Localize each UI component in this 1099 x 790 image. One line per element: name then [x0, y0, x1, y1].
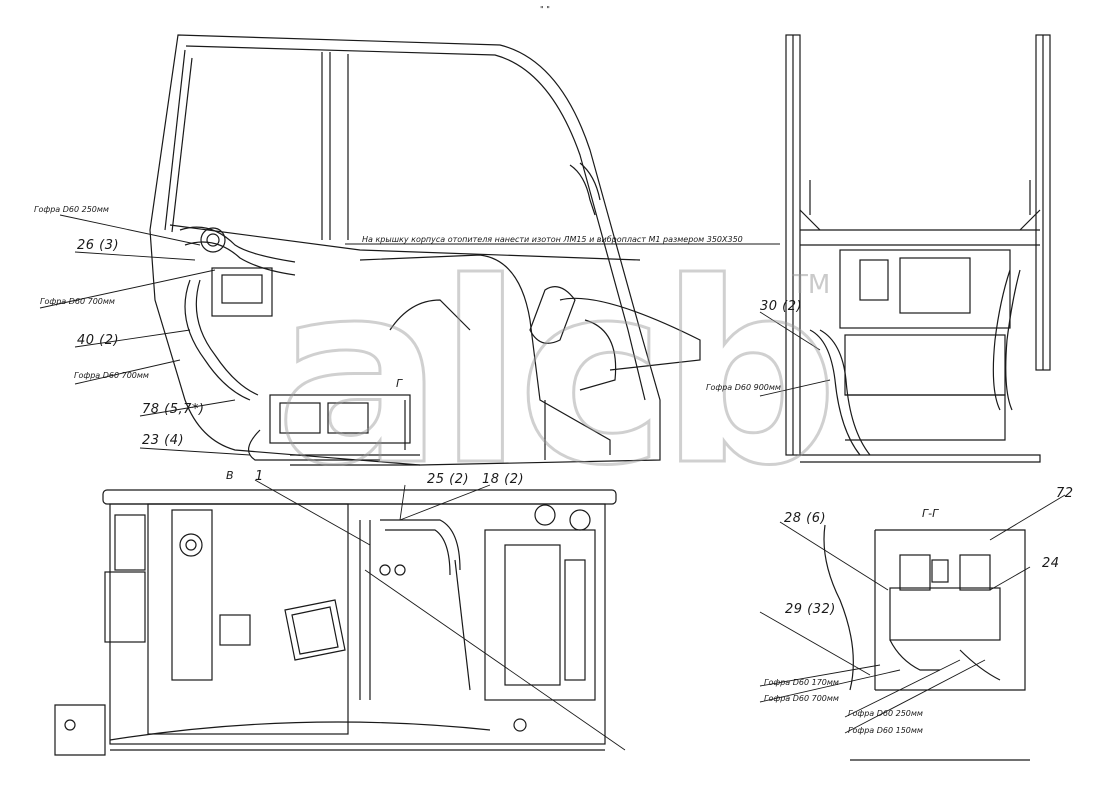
callout-72: 72 [1056, 486, 1074, 501]
leader-lines [39, 214, 1066, 751]
callout-gofra-150: Гофра D60 150мм [848, 726, 923, 735]
cut-label: Г [396, 377, 403, 390]
callout-gofra-250-top: Гофра D60 250мм [34, 205, 109, 214]
callout-gofra-250-b: Гофра D60 250мм [848, 709, 923, 718]
callout-40: 40 (2) [77, 333, 120, 348]
section-label: Г-Г [922, 507, 939, 520]
trademark-symbol: TM [792, 270, 831, 300]
callout-gofra-700-a: Гофра D60 700мм [40, 297, 115, 306]
section-g-g [823, 524, 1030, 761]
cab-rear-view [785, 34, 1051, 463]
callout-18: 18 (2) [482, 472, 525, 487]
callout-24: 24 [1042, 556, 1060, 571]
callout-gofra-700-b: Гофра D60 700мм [74, 371, 149, 380]
top-mark: " " [540, 5, 550, 14]
watermark-logo: alcb [274, 229, 841, 520]
callout-gofra-700-c: Гофра D60 700мм [764, 694, 839, 703]
callout-1: 1 [255, 469, 264, 484]
callout-gofra-170: Гофра D60 170мм [764, 678, 839, 687]
callout-29: 29 (32) [785, 602, 836, 617]
callout-26: 26 (3) [77, 238, 120, 253]
callout-gofra-900: Гофра D60 900мм [706, 383, 781, 392]
view-label: В [226, 469, 234, 482]
callout-30: 30 (2) [760, 299, 803, 314]
callout-78: 78 (5,7*) [142, 402, 205, 417]
cab-side-view [149, 34, 701, 466]
plan-view [54, 489, 617, 756]
callout-25: 25 (2) [427, 472, 470, 487]
callout-23: 23 (4) [142, 433, 185, 448]
callout-28: 28 (6) [784, 511, 827, 526]
heater-note: На крышку корпуса отопителя нанести изот… [362, 235, 743, 244]
